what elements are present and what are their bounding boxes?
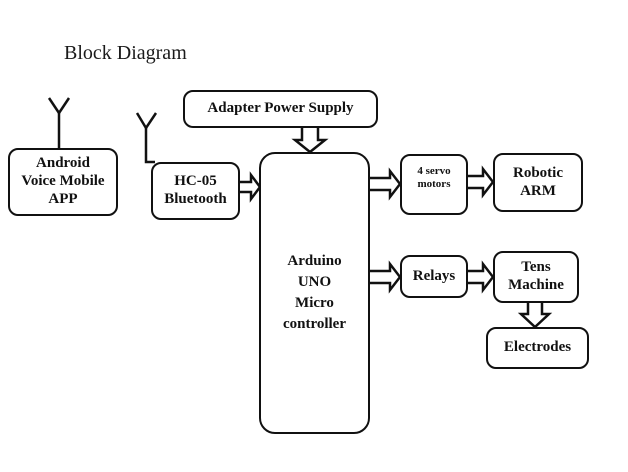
relays-label: Relays [412, 267, 456, 284]
android-label-line: APP [48, 190, 78, 207]
arrow-adapter-to-arduino [291, 127, 329, 154]
arduino-label-line: Arduino [287, 253, 342, 269]
android-label-line: Android [36, 155, 90, 172]
hc05-label-line: Bluetooth [164, 191, 227, 207]
arrow-relays-to-tens [467, 260, 495, 294]
arrow-tens-to-electrodes [517, 302, 553, 329]
servo-label-line: 4 servo [417, 165, 451, 177]
tens-label-line: Machine [508, 277, 564, 293]
robotic-arm-block: Robotic ARM [493, 153, 583, 212]
arrow-hc05-to-arduino [239, 171, 262, 203]
android-app-block: Android Voice Mobile APP [8, 148, 118, 216]
arduino-label-line: Micro [295, 295, 334, 311]
hc05-bluetooth-block: HC-05 Bluetooth [151, 162, 240, 220]
arm-label-line: Robotic [513, 164, 563, 181]
servo-motors-block: 4 servo motors [400, 154, 468, 215]
arduino-label-line: UNO [297, 274, 332, 290]
diagram-title: Block Diagram [64, 42, 187, 64]
arm-label-line: ARM [520, 182, 556, 199]
tens-label-line: Tens [521, 259, 551, 276]
arrow-arduino-to-servo [369, 167, 402, 201]
arduino-label-line: controller [282, 316, 347, 332]
adapter-label: Adapter Power Supply [207, 100, 354, 117]
android-antenna-icon [47, 97, 71, 148]
arrow-arduino-to-relays [369, 260, 402, 294]
servo-label-line: motors [417, 177, 451, 190]
hc05-label-line: HC-05 [174, 173, 217, 190]
relays-block: Relays [400, 255, 468, 298]
arrow-servo-to-arm [467, 165, 495, 199]
electrodes-block: Electrodes [486, 327, 589, 369]
electrodes-label: Electrodes [503, 339, 572, 356]
android-label-line: Voice Mobile [21, 173, 105, 190]
adapter-power-supply-block: Adapter Power Supply [183, 90, 378, 128]
bluetooth-antenna-icon [135, 112, 158, 164]
tens-machine-block: Tens Machine [493, 251, 579, 303]
arduino-uno-block: Arduino UNO Micro controller [259, 152, 370, 434]
